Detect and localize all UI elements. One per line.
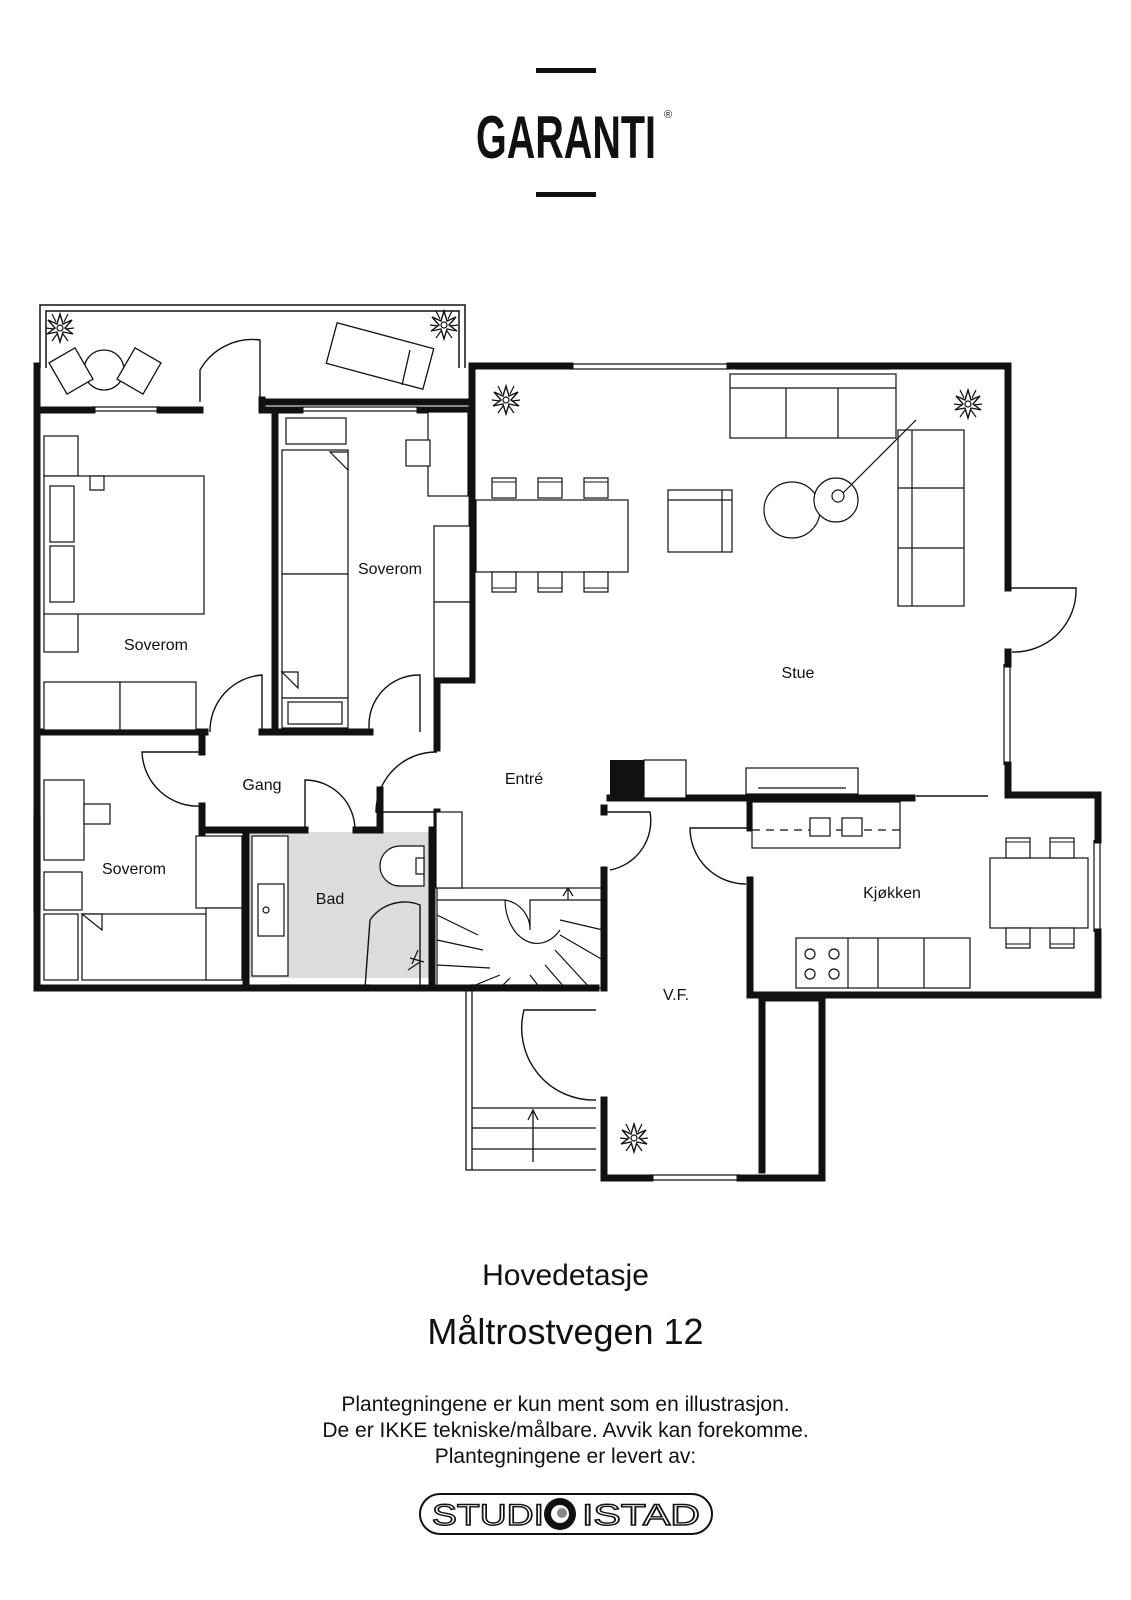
shower-icon <box>407 949 425 971</box>
bedroom1-furniture <box>43 435 205 731</box>
chair-icon <box>583 477 609 499</box>
chair-icon <box>491 571 517 593</box>
door-swings <box>141 338 1077 1101</box>
chair-icon <box>537 477 563 499</box>
room-label-stue: Stue <box>782 665 815 682</box>
walls <box>33 362 1102 1182</box>
chair-icon <box>537 571 563 593</box>
plant-icon <box>953 389 983 419</box>
room-label-kjokken: Kjøkken <box>863 885 921 902</box>
logo-bar-top <box>536 68 596 73</box>
chair-icon <box>1049 837 1075 859</box>
room-label-vf: V.F. <box>663 987 689 1004</box>
garanti-logo: GARANTI ® <box>476 68 672 197</box>
living-room-furniture <box>475 373 965 795</box>
plant-icon <box>429 310 459 340</box>
aperture-icon <box>544 1498 576 1530</box>
footer: Hovedetasje Måltrostvegen 12 Plantegning… <box>0 1258 1131 1470</box>
room-label-bad: Bad <box>316 891 344 908</box>
floor-plan: Soverom Soverom Soverom Gang Bad Entré S… <box>33 304 1102 1182</box>
kitchen-furniture <box>751 801 1089 989</box>
disclaimer-line-1: Plantegningene er kun ment som en illust… <box>341 1393 790 1416</box>
room-label-soverom-2: Soverom <box>358 561 422 578</box>
disclaimer-line-2: De er IKKE tekniske/målbare. Avvik kan f… <box>322 1419 809 1442</box>
chair-icon <box>1049 927 1075 949</box>
logo-text: GARANTI <box>476 104 656 171</box>
balcony-furniture <box>48 321 435 395</box>
balcony <box>39 304 466 368</box>
property-address: Måltrostvegen 12 <box>427 1311 704 1352</box>
disclaimer: Plantegningene er kun ment som en illust… <box>0 1392 1131 1470</box>
plant-icon <box>491 385 521 415</box>
windows <box>33 363 1101 1181</box>
kitchen-column <box>610 760 644 800</box>
plant-icon <box>619 1123 649 1153</box>
room-label-soverom-1: Soverom <box>124 637 188 654</box>
chair-icon <box>583 571 609 593</box>
plant-icon <box>45 313 75 343</box>
disclaimer-line-3: Plantegningene er levert av: <box>434 1445 697 1468</box>
logo-bar-bottom <box>536 192 596 197</box>
bedroom2-furniture <box>280 411 471 729</box>
bathroom-fixtures <box>251 811 463 977</box>
studio-logo-text-left: STUDI <box>432 1499 544 1532</box>
room-label-gang: Gang <box>242 777 281 794</box>
bedroom3-furniture <box>43 779 243 981</box>
floor-name: Hovedetasje <box>482 1259 649 1292</box>
logo-registered-mark: ® <box>664 109 672 121</box>
studio-istad-logo: STUDI ISTAD <box>419 1493 713 1535</box>
chair-icon <box>491 477 517 499</box>
chair-icon <box>1005 927 1031 949</box>
kitchen-tall-cabinet <box>643 759 687 799</box>
interior-stairs <box>436 886 604 989</box>
chair-icon <box>1005 837 1031 859</box>
room-label-soverom-3: Soverom <box>102 861 166 878</box>
room-label-entre: Entré <box>505 771 543 788</box>
studio-logo-text-right: ISTAD <box>582 1499 700 1532</box>
entrance-steps <box>465 990 596 1171</box>
